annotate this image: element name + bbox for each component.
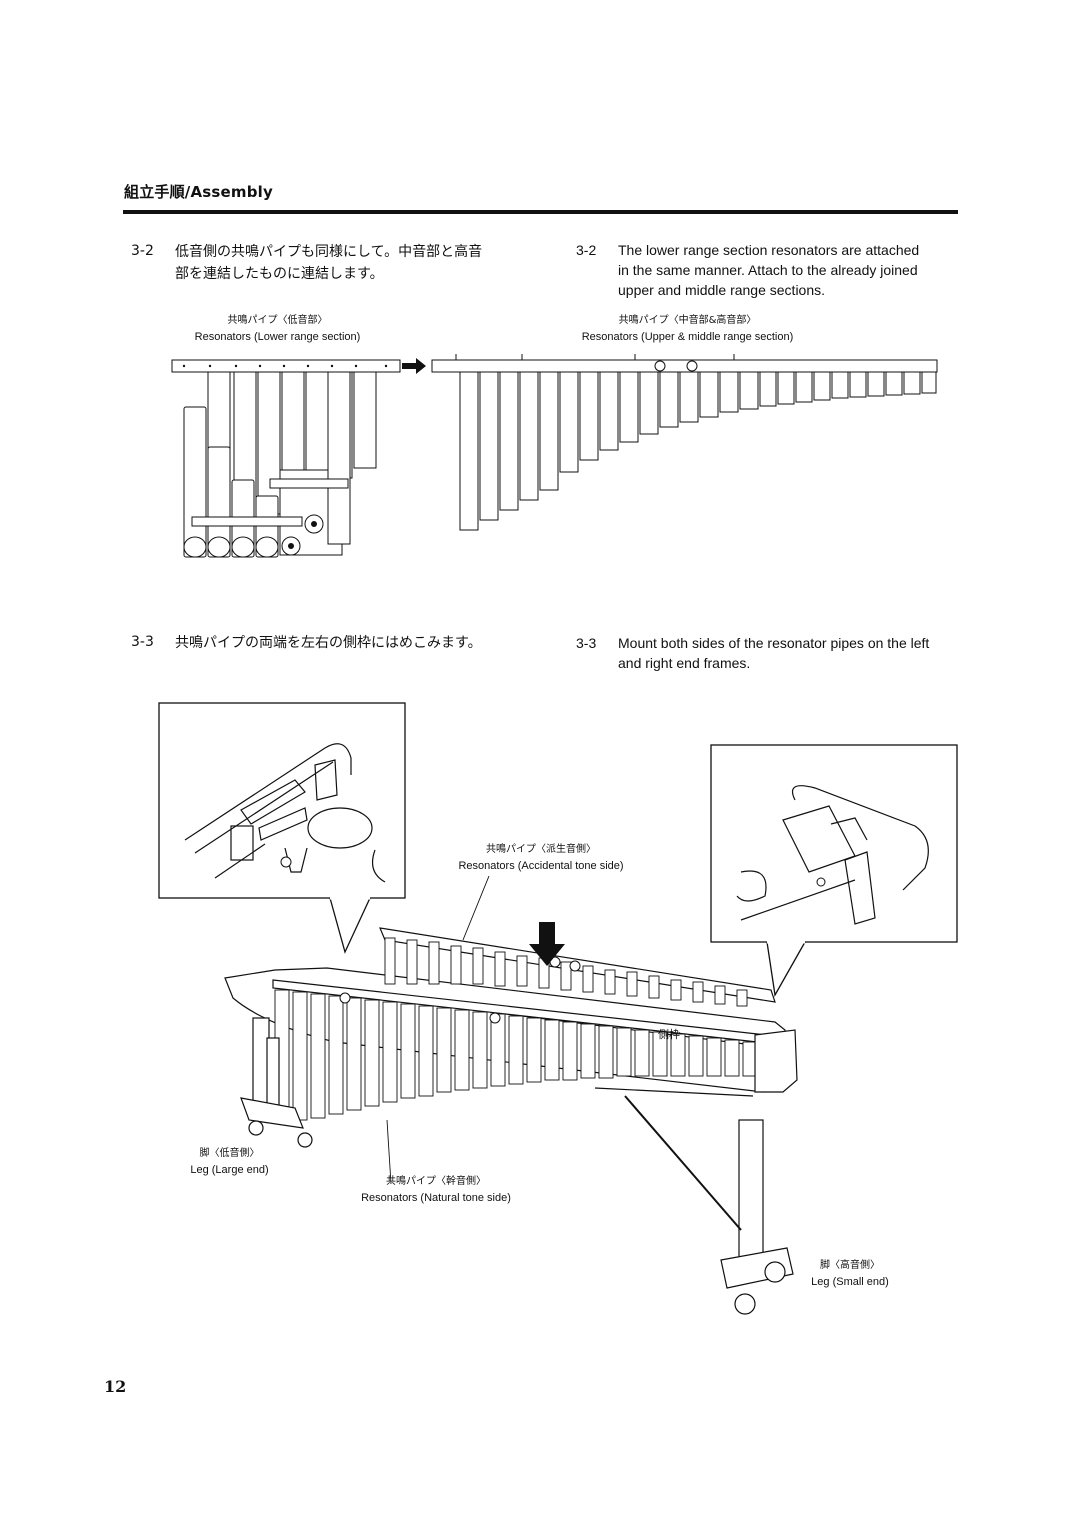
frame-label: 側枠 xyxy=(658,1027,680,1041)
natural-resonators-label-en: Resonators (Natural tone side) xyxy=(361,1192,511,1204)
rail-knob-2 xyxy=(686,360,698,372)
accidental-resonator-pipes xyxy=(384,937,748,1007)
left-detail-drawing xyxy=(184,743,386,883)
left-detail-box xyxy=(158,702,406,899)
accidental-resonators-label-en: Resonators (Accidental tone side) xyxy=(458,860,624,872)
right-detail-drawing xyxy=(736,785,929,925)
step-3-2-text-en: The lower range section resonators are a… xyxy=(618,240,958,300)
lower-section-rail xyxy=(171,359,401,373)
insert-arrow-icon xyxy=(529,922,565,966)
natural-resonators-label-jp: 共鳴パイプ〈幹音側〉 xyxy=(386,1176,486,1187)
upper-resonators-label-jp: 共鳴パイプ〈中音部&高音部〉 xyxy=(618,315,757,326)
step-3-2-number-jp: 3-2 xyxy=(131,243,154,259)
leg-small-end-label: 脚〈高音側〉 Leg (Small end) xyxy=(802,1258,898,1290)
leg-small-end-label-jp: 脚〈高音側〉 xyxy=(820,1260,880,1271)
right-callout-pointer xyxy=(766,941,806,997)
lower-resonators-label: 共鳴パイプ〈低音部〉 Resonators (Lower range secti… xyxy=(180,313,375,345)
step-3-3-text-en: Mount both sides of the resonator pipes … xyxy=(618,633,958,673)
step-3-3-en-line-1: Mount both sides of the resonator pipes … xyxy=(618,635,930,651)
left-callout-pointer xyxy=(329,897,371,954)
resonator-assembly-figure xyxy=(171,354,938,558)
lower-wheel-2-hub xyxy=(311,521,317,527)
rail-knob-1 xyxy=(654,360,666,372)
right-detail-knob xyxy=(816,877,826,887)
step-3-2-number-en: 3-2 xyxy=(576,242,597,258)
title-rule xyxy=(123,210,958,214)
lower-resonators-label-en: Resonators (Lower range section) xyxy=(194,331,361,343)
natural-resonator-pipes xyxy=(274,989,756,1121)
right-detail-box xyxy=(710,744,958,943)
leg-small-end-label-en: Leg (Small end) xyxy=(811,1276,889,1288)
step-3-3-number-en: 3-3 xyxy=(576,635,597,651)
step-3-2-en-line-2: in the same manner. Attach to the alread… xyxy=(618,262,918,278)
step-3-3-jp-line-1: 共鳴パイプの両端を左右の側枠にはめこみます。 xyxy=(175,635,482,651)
upper-resonators-label-en: Resonators (Upper & middle range section… xyxy=(581,331,794,343)
rail-knob-back-2 xyxy=(569,960,581,972)
leg-large-end xyxy=(240,1017,313,1148)
step-3-2-en-line-3: upper and middle range sections. xyxy=(618,282,826,298)
lower-brace xyxy=(191,516,303,527)
accidental-resonators-label-jp: 共鳴パイプ〈派生音側〉 xyxy=(486,844,596,855)
leader-lines xyxy=(386,875,490,1185)
leg-large-end-label-en: Leg (Large end) xyxy=(190,1164,269,1176)
step-3-2-jp-line-2: 部を連結したものに連結します。 xyxy=(175,266,384,282)
page-number: 12 xyxy=(104,1377,127,1396)
lower-resonators-label-jp: 共鳴パイプ〈低音部〉 xyxy=(227,315,328,326)
upper-section-rail xyxy=(431,359,938,373)
lower-brace-upper xyxy=(269,478,349,489)
leg-small-end xyxy=(594,1029,798,1315)
upper-section-pipes xyxy=(459,371,937,531)
instrument-assembly-figure: 側枠 xyxy=(158,702,958,1315)
leg-large-end-label: 脚〈低音側〉 Leg (Large end) xyxy=(182,1146,277,1178)
step-3-3-en-line-2: and right end frames. xyxy=(618,655,751,671)
lower-wheel-1-hub xyxy=(288,543,294,549)
leg-large-end-label-jp: 脚〈低音側〉 xyxy=(199,1148,260,1159)
rail-knob-front-1 xyxy=(339,992,351,1004)
upper-resonators-label: 共鳴パイプ〈中音部&高音部〉 Resonators (Upper & middl… xyxy=(560,313,815,345)
step-3-3-number-jp: 3-3 xyxy=(131,634,154,650)
rail-knob-front-2 xyxy=(489,1012,501,1024)
section-title: 組立手順/Assembly xyxy=(124,183,274,201)
accidental-resonators-label: 共鳴パイプ〈派生音側〉 Resonators (Accidental tone … xyxy=(446,842,636,874)
step-3-2-text-jp: 低音側の共鳴パイプも同様にして。中音部と高音 部を連結したものに連結します。 xyxy=(175,241,482,285)
step-3-2-jp-line-1: 低音側の共鳴パイプも同様にして。中音部と高音 xyxy=(175,244,483,260)
natural-resonators-label: 共鳴パイプ〈幹音側〉 Resonators (Natural tone side… xyxy=(346,1174,526,1206)
step-3-2-en-line-1: The lower range section resonators are a… xyxy=(618,242,920,258)
left-detail-knob xyxy=(280,856,292,868)
lower-rail-holes xyxy=(182,364,388,368)
join-arrow-icon xyxy=(402,358,426,374)
